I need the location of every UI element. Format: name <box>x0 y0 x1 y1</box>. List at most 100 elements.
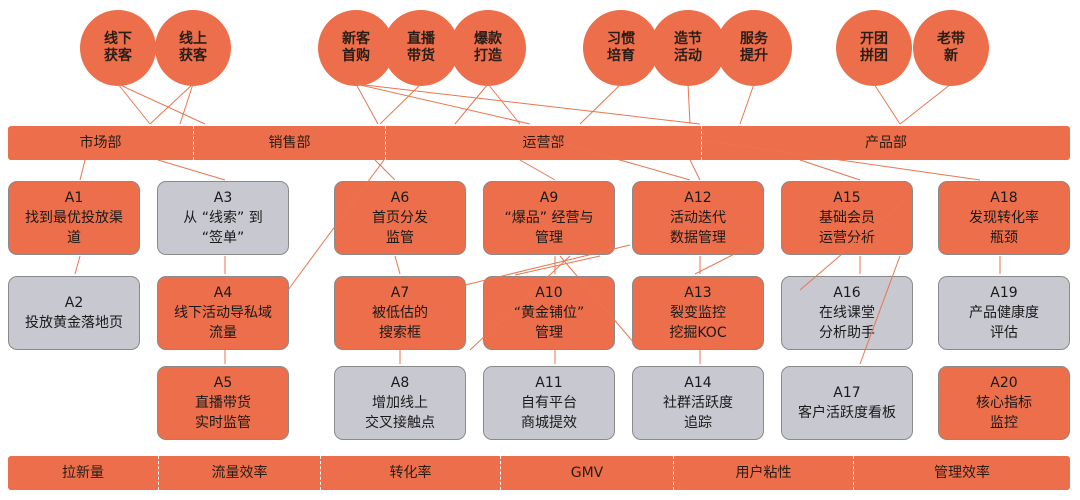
department-sales: 销售部 <box>193 126 385 160</box>
box-id: A13 <box>684 285 712 301</box>
box-a1: A1 找到最优投放渠 道 <box>8 181 140 255</box>
box-id: A8 <box>390 375 410 391</box>
connector-line <box>374 159 396 181</box>
box-a13: A13 裂变监控 挖掘KOC <box>632 276 764 350</box>
circle-referral: 老带 新 <box>913 10 989 86</box>
connector-line <box>394 255 401 275</box>
box-label: 直播带货 实时监管 <box>195 395 251 431</box>
box-a20: A20 核心指标 监控 <box>938 366 1070 440</box>
box-label: 产品健康度 评估 <box>969 305 1039 341</box>
box-a15: A15 基础会员 运营分析 <box>781 181 913 255</box>
connector-line <box>179 83 194 125</box>
metric-user-stickiness: 用户粘性 <box>673 456 853 490</box>
box-label: 自有平台 商城提效 <box>521 395 577 431</box>
box-a2: A2 投放黄金落地页 <box>8 276 140 350</box>
circle-online-acquisition: 线上 获客 <box>155 10 231 86</box>
box-id: A6 <box>390 190 410 206</box>
box-label: 发现转化率 瓶颈 <box>969 210 1039 246</box>
box-a10: A10 “黄金铺位” 管理 <box>483 276 615 350</box>
box-label: 在线课堂 分析助手 <box>819 305 875 341</box>
box-label: 找到最优投放渠 道 <box>25 210 123 246</box>
connector-line <box>873 83 901 125</box>
connector-line <box>355 83 701 125</box>
box-id: A5 <box>213 375 233 391</box>
connector-line <box>689 159 701 181</box>
metric-gmv: GMV <box>500 456 673 490</box>
metric-conversion-rate: 转化率 <box>320 456 500 490</box>
box-id: A16 <box>833 285 861 301</box>
department-bar: 市场部 销售部 运营部 产品部 <box>8 126 1070 160</box>
box-label: 增加线上 交叉接触点 <box>365 395 435 431</box>
box-label: 裂变监控 挖掘KOC <box>669 305 727 341</box>
box-id: A4 <box>213 285 233 301</box>
box-a14: A14 社群活跃度 追踪 <box>632 366 764 440</box>
circle-new-customer-first-purchase: 新客 首购 <box>318 10 394 86</box>
connector-line <box>355 83 379 125</box>
metric-acquisition-volume: 拉新量 <box>62 465 104 481</box>
box-a17: A17 客户活跃度看板 <box>781 366 913 440</box>
connector-line <box>799 159 861 181</box>
box-a19: A19 产品健康度 评估 <box>938 276 1070 350</box>
box-id: A3 <box>213 190 233 206</box>
connector-line <box>117 83 151 125</box>
box-label: 被低估的 搜索框 <box>372 305 428 341</box>
box-label: 核心指标 监控 <box>976 395 1032 431</box>
department-operations: 运营部 <box>385 126 701 160</box>
box-a16: A16 在线课堂 分析助手 <box>781 276 913 350</box>
box-label: 投放黄金落地页 <box>25 315 123 331</box>
box-a12: A12 活动迭代 数据管理 <box>632 181 764 255</box>
department-marketing: 市场部 <box>79 135 122 151</box>
connector-line <box>355 83 531 125</box>
box-a11: A11 自有平台 商城提效 <box>483 366 615 440</box>
box-id: A11 <box>535 375 563 391</box>
circle-service-improvement: 服务 提升 <box>716 10 792 86</box>
box-id: A20 <box>990 375 1018 391</box>
box-id: A15 <box>833 190 861 206</box>
box-label: 基础会员 运营分析 <box>819 210 875 246</box>
connector-line <box>519 159 556 181</box>
circle-livestream-sales: 直播 带货 <box>383 10 459 86</box>
connector-line <box>149 83 194 125</box>
circle-offline-acquisition: 线下 获客 <box>80 10 156 86</box>
connector-line <box>487 83 521 125</box>
metric-management-efficiency: 管理效率 <box>853 456 1070 490</box>
box-id: A17 <box>833 385 861 401</box>
circle-hit-product: 爆款 打造 <box>450 10 526 86</box>
connector-line <box>379 83 422 125</box>
circle-festival-events: 造节 活动 <box>650 10 726 86</box>
box-a6: A6 首页分发 监管 <box>334 181 466 255</box>
connector-line <box>687 83 691 125</box>
box-a9: A9 “爆品” 经营与 管理 <box>483 181 615 255</box>
connector-line <box>514 255 601 276</box>
circle-group-buying: 开团 拼团 <box>836 10 912 86</box>
connector-line <box>739 83 755 125</box>
box-a8: A8 增加线上 交叉接触点 <box>334 366 466 440</box>
box-label: “黄金铺位” 管理 <box>513 305 585 341</box>
connector-line <box>454 83 489 125</box>
connector-line <box>157 159 226 181</box>
box-a5: A5 直播带货 实时监管 <box>157 366 289 440</box>
box-id: A9 <box>539 190 559 206</box>
box-label: 社群活跃度 追踪 <box>663 395 733 431</box>
box-id: A19 <box>990 285 1018 301</box>
box-label: “爆品” 经营与 管理 <box>504 210 594 246</box>
box-id: A10 <box>535 285 563 301</box>
box-id: A2 <box>64 295 84 311</box>
connector-line <box>79 159 86 181</box>
box-a7: A7 被低估的 搜索框 <box>334 276 466 350</box>
box-label: 从 “线索” 到 “签单” <box>183 210 263 246</box>
connector-line <box>899 83 952 125</box>
box-id: A12 <box>684 190 712 206</box>
circle-habit-cultivation: 习惯 培育 <box>583 10 659 86</box>
box-a18: A18 发现转化率 瓶颈 <box>938 181 1070 255</box>
box-a3: A3 从 “线索” 到 “签单” <box>157 181 289 255</box>
connector-line <box>117 83 206 125</box>
box-id: A1 <box>64 190 84 206</box>
box-label: 活动迭代 数据管理 <box>670 210 726 246</box>
connector-line <box>579 83 622 125</box>
department-product: 产品部 <box>701 126 1070 160</box>
box-id: A14 <box>684 375 712 391</box>
box-label: 首页分发 监管 <box>372 210 428 246</box>
metric-traffic-efficiency: 流量效率 <box>158 456 320 490</box>
